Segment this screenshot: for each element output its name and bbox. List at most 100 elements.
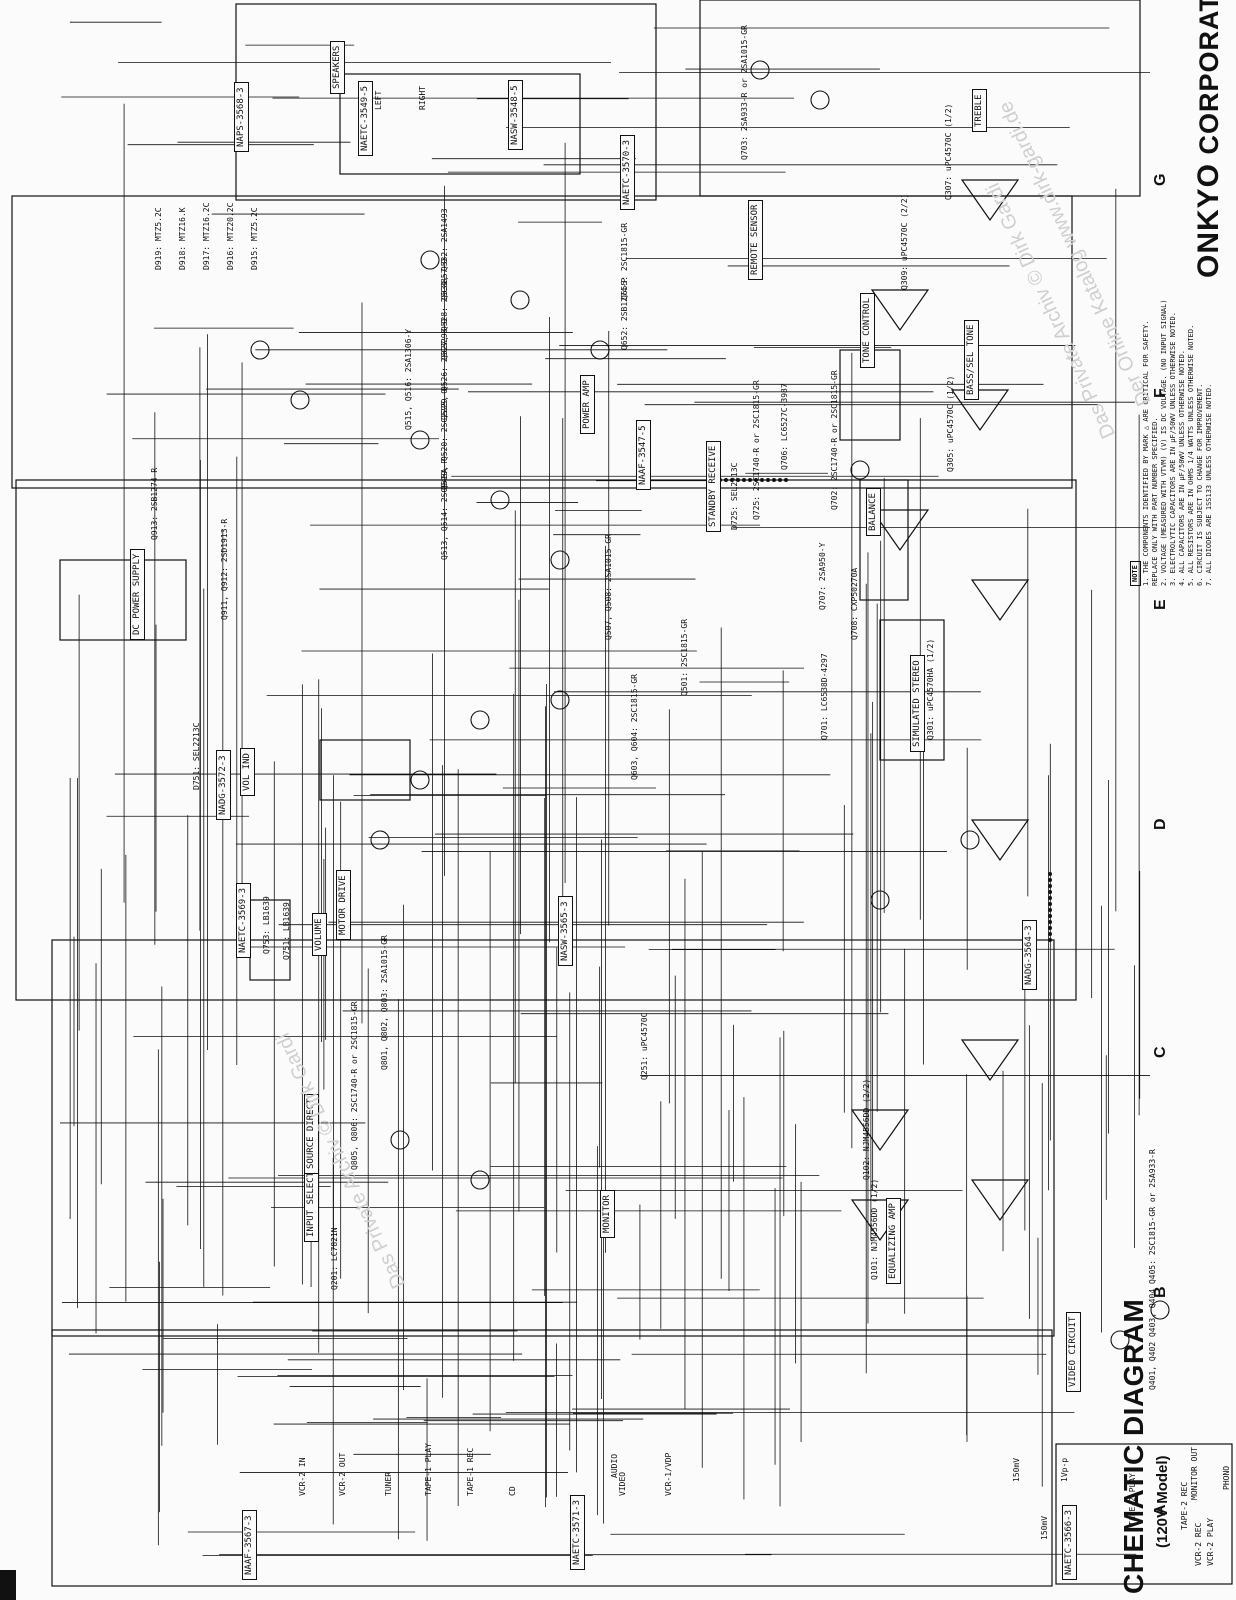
part-q102: Q102: NJM4556DD (2/2): [862, 1078, 871, 1180]
transistor-symbol: [550, 550, 570, 570]
io-tape1-rec: TAPE-1 REC: [466, 1447, 475, 1496]
ic-lc6538d: [879, 619, 945, 761]
transistor-symbol: [960, 830, 980, 850]
transistor-symbol: [1110, 1330, 1130, 1350]
io-cd: CD: [508, 1486, 517, 1496]
section-motor-drive: MOTOR DRIVE: [336, 870, 351, 940]
section-monitor: MONITOR: [600, 1190, 615, 1238]
part-q251: Q251: uPC4570C: [640, 1012, 649, 1080]
section-balance: BALANCE: [866, 488, 881, 536]
board-video-circuit: VIDEO CIRCUIT: [1066, 1311, 1081, 1392]
part-q702: Q702: 2SC1740-R or 2SC1815-GR: [830, 370, 839, 510]
part-q515: Q515, Q516: 2SA1306-Y: [404, 328, 413, 430]
board-naetc-3566: NAETC-3566-3: [1062, 1504, 1077, 1580]
io-vcr2-in: VCR-2 IN: [298, 1457, 307, 1496]
section-speakers: SPEAKERS: [330, 40, 345, 94]
speakers-right-label: RIGHT: [418, 85, 427, 110]
outline-nadg-3564: [51, 939, 1055, 1337]
connector-pin: [748, 478, 752, 482]
connector-pin: [1048, 878, 1052, 882]
part-q801: Q801, Q802, Q803: 2SA1015-GR: [380, 935, 389, 1070]
op-amp-symbol: [960, 1039, 1020, 1082]
connector-pin: [730, 478, 734, 482]
connector-pin: [760, 478, 764, 482]
onkyo-logo: ONKYO: [1192, 162, 1225, 278]
transistor-symbol: [490, 490, 510, 510]
board-naetc-3570: NAETC-3570-3: [620, 134, 635, 210]
transistor-symbol: [410, 770, 430, 790]
grid-letter-a: A: [1152, 1504, 1169, 1516]
ic-cxp50270a: [859, 479, 909, 601]
board-naaf-3547: NAAF-3547-5: [636, 420, 651, 490]
part-q603: Q603, Q604: 2SC1815-GR: [630, 674, 639, 780]
io-level-1vpp-1: 1Vp-p: [1060, 1457, 1069, 1482]
grid-letter-g: G: [1152, 173, 1169, 186]
op-amp-symbol: [970, 1179, 1030, 1222]
transistor-symbol: [750, 60, 770, 80]
connector-pin: [1048, 884, 1052, 888]
connector-pin: [1048, 890, 1052, 894]
io-tuner: TUNER: [384, 1471, 393, 1496]
transistor-symbol: [810, 90, 830, 110]
part-d915: D915: MTZ5.2C: [250, 207, 259, 270]
io-tape2-rec: TAPE-2 REC: [1180, 1481, 1189, 1530]
outline-naetc-3566: [1055, 1443, 1233, 1585]
note-line: 3. ELECTROLYTIC CAPACITORS ARE IN μF/50W…: [1169, 312, 1177, 586]
op-amp-symbol: [870, 289, 930, 332]
transistor-symbol: [420, 250, 440, 270]
part-d751: D751: SEL2213C: [192, 722, 201, 790]
transistor-symbol: [1150, 1300, 1170, 1320]
transistor-symbol: [410, 430, 430, 450]
part-q913: Q913: 2SB1274-R: [150, 467, 159, 540]
op-amp-symbol: [970, 819, 1030, 862]
page-title: CHEMATIC DIAGRAM: [1118, 1298, 1149, 1594]
part-d918: D918: MTZ16.K: [178, 207, 187, 270]
grid-letter-c: C: [1152, 1046, 1169, 1058]
note-line: 4. ALL CAPACITORS ARE IN μF/50WV UNLESS …: [1178, 349, 1186, 586]
part-q701: Q701: LC6538D-4297: [820, 653, 829, 740]
part-q531: Q531, Q532: 2SA1493: [440, 208, 449, 300]
transistor-symbol: [470, 710, 490, 730]
part-q305: Q305: uPC4570C (1/2): [946, 375, 955, 472]
connector-pin: [724, 478, 728, 482]
part-q307: Q307: uPC4570C (1/2): [944, 103, 953, 200]
outline-dc-supply: [59, 559, 187, 641]
board-nadg-3572: NADG-3572-3: [216, 750, 231, 820]
page-subtitle: (120V Model): [1154, 1455, 1171, 1548]
connector-pin: [736, 478, 740, 482]
connector-pin: [1048, 914, 1052, 918]
io-vcr2-rec: VCR-2 REC: [1194, 1522, 1203, 1566]
brand-text: CORPORATIO: [1194, 0, 1224, 155]
transistor-symbol: [470, 1170, 490, 1190]
grid-letter-d: D: [1152, 818, 1169, 830]
board-naetc-3569: NAETC-3569-3: [236, 882, 251, 958]
connector-pin: [778, 478, 782, 482]
section-equalizing-amp: EQUALIZING AMP: [886, 1198, 901, 1284]
part-q708: Q708: CXP50270A: [850, 567, 859, 640]
op-amp-symbol: [870, 509, 930, 552]
connector-pin: [772, 478, 776, 482]
connector-pin: [1048, 896, 1052, 900]
op-amp-symbol: [950, 389, 1010, 432]
connector-pin: [1048, 920, 1052, 924]
part-q507: Q507, Q508: 2SA1015-GR: [604, 534, 613, 640]
io-level-150mv-2: 150mV: [1040, 1515, 1049, 1540]
connector-pin: [1048, 902, 1052, 906]
part-q652: Q652: 2SB1274-P: [620, 277, 629, 350]
speakers-left-label: LEFT: [374, 90, 383, 110]
part-q401-q405: Q401, Q402 Q403, Q404 Q405: 2SC1815-GR o…: [1148, 1149, 1157, 1390]
io-monitor-out: MONITOR OUT: [1190, 1447, 1199, 1500]
part-d919: D919: MTZ5.2C: [154, 207, 163, 270]
part-q706: Q706: LC6527C-3987: [780, 383, 789, 470]
board-nasw-3565: NASW-3565-3: [558, 896, 573, 966]
board-naetc-3571: NAETC-3571-3: [570, 1494, 585, 1570]
connector-pin: [1048, 932, 1052, 936]
io-vcr2-out: VCR-2 OUT: [338, 1452, 347, 1496]
connector-pin: [742, 478, 746, 482]
section-remote-sensor: REMOTE SENSOR: [748, 199, 763, 280]
board-naaf-3567: NAAF-3567-3: [242, 1510, 257, 1580]
note-line: 2. VOLTAGE (MEASURED WITH VTVM) (V) IS D…: [1160, 299, 1168, 586]
connector-pin: [1048, 908, 1052, 912]
section-bass-sel-tone: BASS/SEL TONE: [964, 319, 979, 400]
